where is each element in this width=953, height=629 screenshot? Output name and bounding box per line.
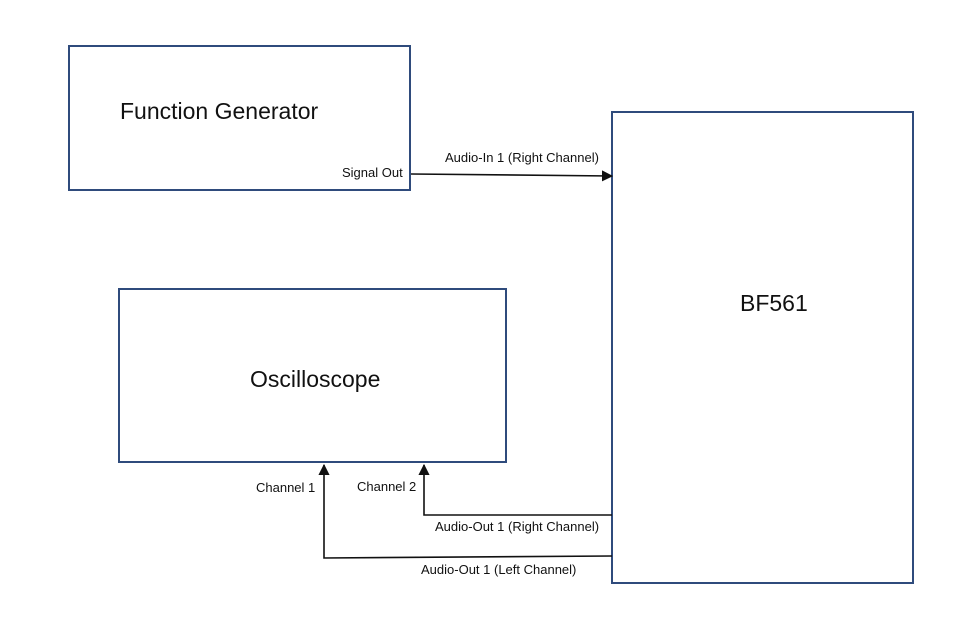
oscilloscope-title: Oscilloscope [250, 366, 381, 392]
bf561-block [611, 111, 914, 584]
channel-1-label: Channel 1 [256, 480, 316, 495]
oscilloscope-block [118, 288, 507, 463]
audio-in-right-label: Audio-In 1 (Right Channel) [445, 150, 599, 165]
bf561-title: BF561 [740, 290, 808, 316]
audio-out-left-label: Audio-Out 1 (Left Channel) [421, 562, 577, 577]
function-generator-block [68, 45, 411, 191]
wire-audio-in-right [410, 170, 614, 182]
wire-audio-out-right [418, 463, 612, 516]
channel-2-label: Channel 2 [357, 479, 417, 494]
function-generator-title: Function Generator [120, 98, 319, 124]
wire-audio-out-left [318, 463, 613, 559]
signal-out-label: Signal Out [342, 165, 403, 180]
audio-out-right-label: Audio-Out 1 (Right Channel) [435, 519, 600, 534]
